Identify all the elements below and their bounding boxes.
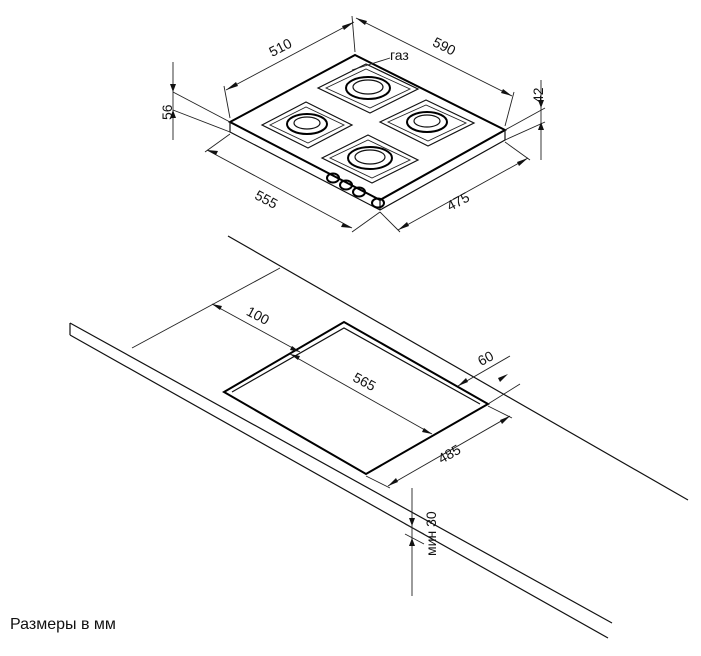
svg-text:60: 60 <box>475 347 496 369</box>
countertop-front-bottom-edge <box>69 334 609 639</box>
gas-leader <box>351 57 391 71</box>
dim-min-30: мин 30 <box>404 488 439 596</box>
countertop-drawing: 100 565 60 485 <box>69 235 689 639</box>
countertop-front-top-edge <box>69 322 613 624</box>
dim-42: 42 <box>504 80 546 160</box>
dim-485: 485 <box>365 405 513 489</box>
svg-text:555: 555 <box>252 187 280 212</box>
dim-60: 60 <box>457 347 521 405</box>
dim-555: 555 <box>204 133 381 233</box>
hob-drawing: газ 510 590 56 <box>159 15 546 233</box>
units-caption: Размеры в мм <box>10 616 116 633</box>
burner-front <box>320 134 420 184</box>
svg-text:590: 590 <box>430 34 458 59</box>
burner-back <box>316 63 420 114</box>
countertop-back-edge <box>227 235 689 501</box>
dim-510: 510 <box>223 15 356 119</box>
dim-100: 100 <box>131 267 301 353</box>
svg-text:мин 30: мин 30 <box>423 511 439 556</box>
gas-label: газ <box>390 47 409 63</box>
svg-text:475: 475 <box>444 189 472 214</box>
burner-right <box>378 99 476 147</box>
control-knobs <box>326 172 385 209</box>
dim-56: 56 <box>159 62 231 140</box>
svg-text:56: 56 <box>159 104 175 120</box>
burner-left <box>260 101 354 149</box>
svg-text:100: 100 <box>244 303 272 328</box>
dim-565: 565 <box>289 353 433 435</box>
dim-590: 590 <box>355 17 515 127</box>
svg-text:42: 42 <box>530 87 546 103</box>
